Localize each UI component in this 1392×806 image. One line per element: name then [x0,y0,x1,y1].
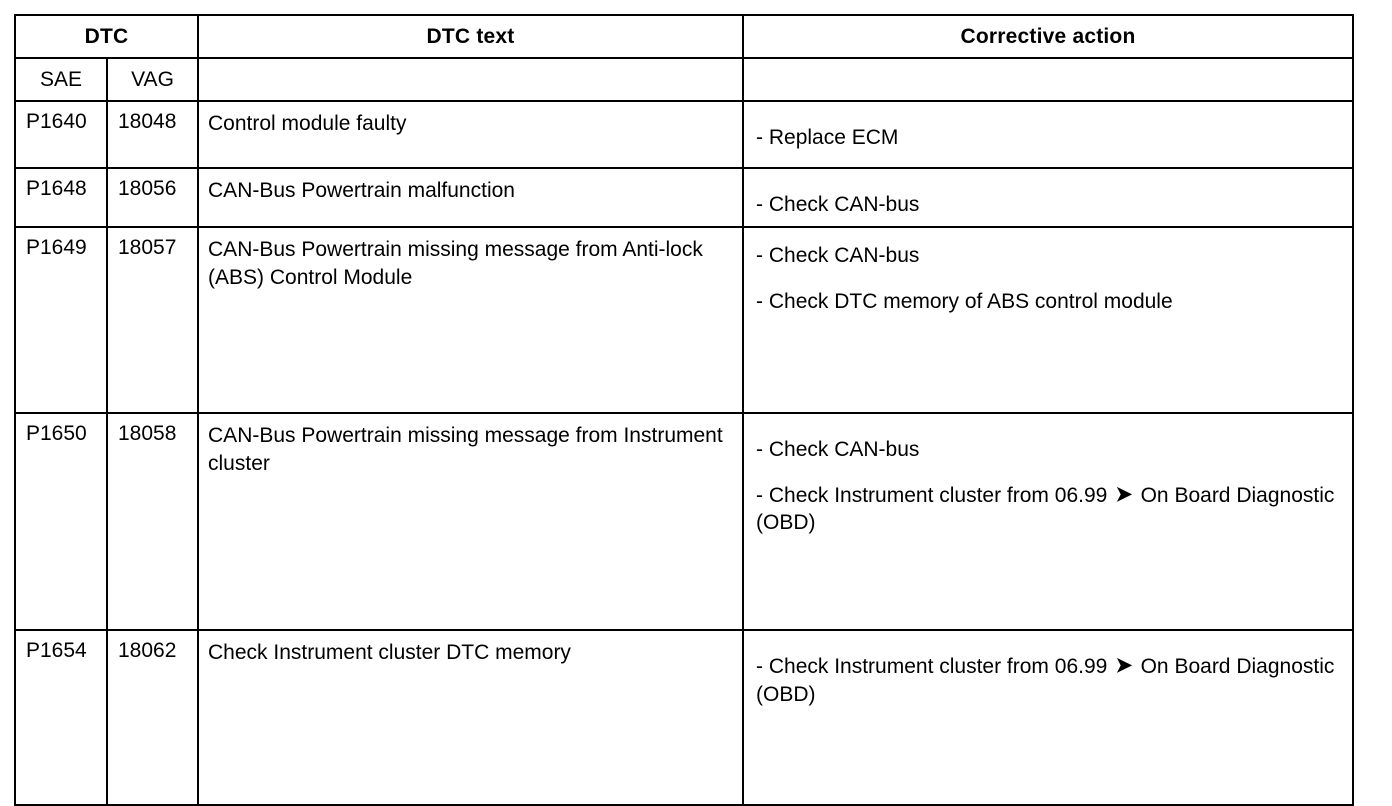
header-corrective-action-label: Corrective action [960,25,1136,48]
sae-code: P1654 [26,639,87,662]
corrective-action-list: - Check Instrument cluster from 06.99 ➤ … [744,631,1352,708]
vag-code: 18056 [118,177,177,200]
header-corrective-action-spacer [742,57,1355,102]
cross-reference-arrow-icon: ➤ [1115,654,1133,677]
header-dtc-text-label: DTC text [426,25,515,48]
corrective-action-text-continued: On Board Diagnostic (OBD) [756,655,1335,706]
cell-vag: 18056 [105,167,200,228]
table-row: P1648 18056 CAN-Bus Powertrain malfuncti… [14,167,1355,228]
cell-corrective-action: - Replace ECM [742,100,1355,169]
corrective-action-text: - Check Instrument cluster from 06.99 [756,655,1114,678]
vag-code: 18058 [118,422,177,445]
cell-corrective-action: - Check Instrument cluster from 06.99 ➤ … [742,629,1355,806]
corrective-action-item: - Check Instrument cluster from 06.99 ➤ … [756,653,1340,708]
cell-corrective-action: - Check CAN-bus - Check Instrument cluste… [742,412,1355,631]
table-header-row-group: DTC DTC text Corrective action [13,14,1355,59]
cell-sae: P1649 [14,226,108,414]
cell-vag: 18062 [105,629,200,806]
corrective-action-list: - Check CAN-bus - Check Instrument cluste… [744,414,1352,537]
header-vag: VAG [105,57,200,102]
sae-code: P1640 [26,110,87,133]
corrective-action-text-continued: On Board Diagnostic (OBD) [756,483,1335,535]
cell-vag: 18057 [105,226,200,414]
header-dtc-text: DTC text [197,14,745,59]
cell-sae: P1650 [14,412,108,631]
table-row: P1650 18058 CAN-Bus Powertrain missing m… [14,412,1355,631]
table-header-row-sub: SAE VAG [14,57,1355,102]
cell-dtc-text: CAN-Bus Powertrain missing message from … [197,226,745,414]
cross-reference-arrow-icon: ➤ [1115,482,1133,506]
vag-code: 18062 [118,639,177,662]
cell-dtc-text: CAN-Bus Powertrain malfunction [197,167,745,228]
corrective-action-list: - Check CAN-bus [744,169,1352,219]
sae-code: P1649 [26,236,87,259]
header-sae-label: SAE [39,68,83,91]
header-dtc-text-spacer [197,57,745,102]
dtc-text-value: CAN-Bus Powertrain malfunction [208,179,515,202]
cell-dtc-text: CAN-Bus Powertrain missing message from … [197,412,745,631]
dtc-text-value: CAN-Bus Powertrain missing message from … [208,424,723,475]
cell-sae: P1648 [14,167,108,228]
cell-corrective-action: - Check CAN-bus - Check DTC memory of ABS… [742,226,1355,414]
header-dtc-group-label: DTC [84,25,129,48]
corrective-action-list: - Replace ECM [744,102,1352,152]
table-row: P1654 18062 Check Instrument cluster DTC… [14,629,1355,806]
corrective-action-text: - Check CAN-bus [756,244,920,267]
corrective-action-text: - Replace ECM [756,126,899,149]
sae-code: P1650 [26,422,87,445]
corrective-action-item: - Check CAN-bus [756,191,1340,219]
header-dtc-group: DTC [13,14,200,59]
dtc-text-value: Check Instrument cluster DTC memory [208,641,571,664]
header-sae: SAE [14,57,108,102]
corrective-action-text: - Check DTC memory of ABS control module [756,289,1173,313]
dtc-table-body: DTC DTC text Corrective action SAE VAG [13,14,1355,806]
table-row: P1649 18057 CAN-Bus Powertrain missing m… [14,226,1355,414]
corrective-action-item: - Check CAN-bus [756,436,1340,464]
corrective-action-text: - Check CAN-bus [756,438,920,461]
corrective-action-item: - Check Instrument cluster from 06.99 ➤ … [756,482,1340,537]
cell-corrective-action: - Check CAN-bus [742,167,1355,228]
vag-code: 18048 [118,110,177,133]
dtc-text-value: CAN-Bus Powertrain missing message from … [208,238,703,289]
vag-code: 18057 [118,236,177,259]
cell-dtc-text: Control module faulty [197,100,745,169]
corrective-action-item: - Check CAN-bus [756,242,1340,270]
corrective-action-list: - Check CAN-bus - Check DTC memory of ABS… [744,228,1352,315]
table-row: P1640 18048 Control module faulty - Repl… [14,100,1355,169]
cell-sae: P1640 [14,100,108,169]
corrective-action-item: - Replace ECM [756,124,1340,152]
header-vag-label: VAG [131,68,174,91]
sae-code: P1648 [26,177,87,200]
cell-sae: P1654 [14,629,108,806]
cell-dtc-text: Check Instrument cluster DTC memory [197,629,745,806]
cell-vag: 18058 [105,412,200,631]
corrective-action-item: - Check DTC memory of ABS control module [756,288,1340,316]
dtc-text-value: Control module faulty [208,112,407,135]
header-corrective-action: Corrective action [742,14,1355,59]
corrective-action-text: - Check CAN-bus [756,193,920,216]
corrective-action-text: - Check Instrument cluster from 06.99 [756,483,1114,507]
dtc-table: DTC DTC text Corrective action SAE VAG [13,14,1355,806]
cell-vag: 18048 [105,100,200,169]
